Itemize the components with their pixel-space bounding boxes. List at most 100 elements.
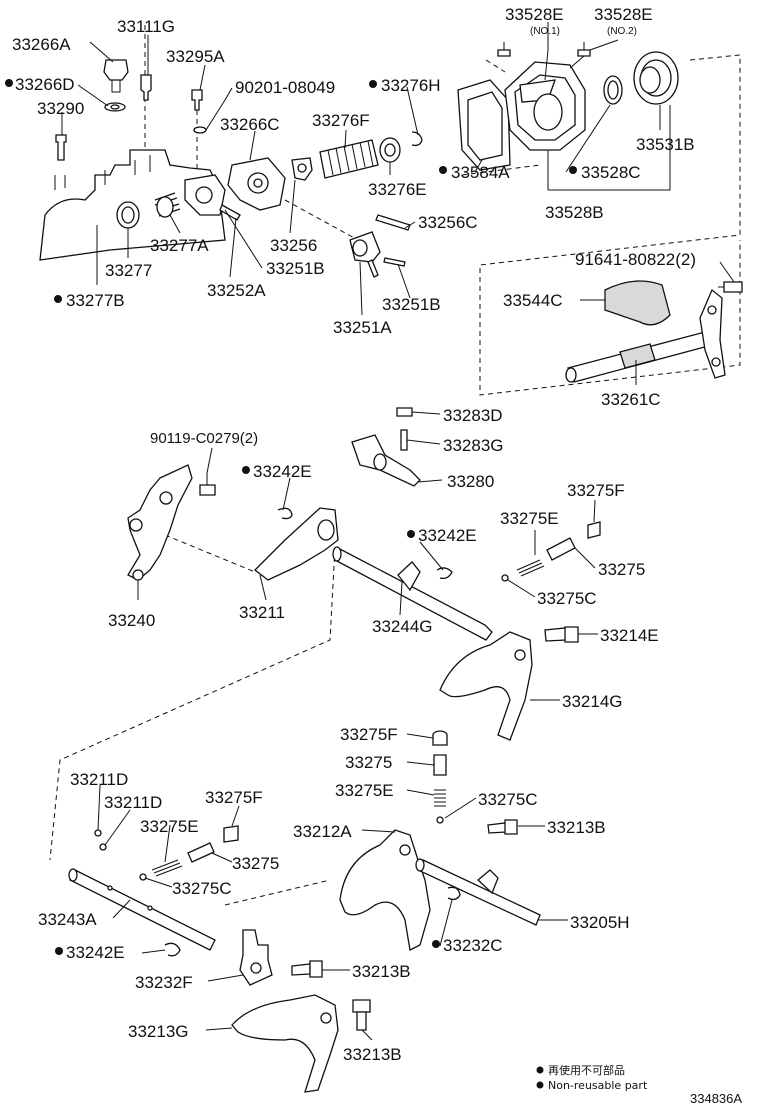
bolt-33528E-1 (497, 42, 511, 57)
label-33277B: 33277B (66, 291, 125, 310)
ball-33275C-1 (501, 574, 509, 582)
part-labels: 33266A 33111G 33295A 33266D 90201-08049 … (5, 5, 696, 1064)
spring-33276F (319, 139, 379, 179)
legend-dot (536, 1081, 544, 1089)
pin-33283G (400, 429, 408, 451)
label-33243A: 33243A (38, 910, 97, 929)
label-91641-80822: 91641-80822(2) (575, 250, 696, 269)
label-33211: 33211 (239, 603, 285, 622)
clip-33242E-3 (164, 942, 181, 957)
clip-33242E-2 (436, 567, 453, 580)
label-33240: 33240 (108, 611, 155, 630)
label-90119-C0279: 90119-C0279(2) (150, 430, 258, 447)
label-33111G: 33111G (117, 17, 175, 36)
dashed-group-outlines (49, 25, 741, 906)
shaft-33243A (68, 868, 216, 951)
spring-33275E-1 (516, 559, 545, 577)
pin-33251B (383, 257, 406, 267)
clip-33242E-1 (277, 507, 293, 520)
clip-33232C (447, 886, 461, 901)
label-33213B-2: 33213B (352, 962, 411, 981)
label-33275E-2: 33275E (335, 781, 394, 800)
legend-en: Non-reusable part (548, 1079, 648, 1092)
label-33213B-1: 33213B (547, 818, 606, 837)
fork-33213G (231, 994, 339, 1093)
shaft-33261C (565, 288, 726, 383)
non-reusable-dot (407, 530, 415, 538)
pin-33111G (140, 74, 152, 101)
bolt-33295A (191, 89, 203, 111)
ball-33211D-1 (94, 829, 102, 837)
label-33251A: 33251A (333, 318, 392, 337)
legend: 再使用不可部品 Non-reusable part 334836A (536, 1063, 742, 1106)
label-no2: (NO.2) (607, 26, 637, 37)
pin-33275-1 (546, 537, 576, 561)
fork-33214G (439, 631, 533, 741)
label-33531B: 33531B (636, 135, 695, 154)
label-33528C: 33528C (581, 163, 641, 182)
spring-33275E-2 (434, 789, 446, 807)
ball-33211D-2 (99, 843, 107, 851)
non-reusable-dot (242, 466, 250, 474)
label-33275C-2: 33275C (478, 790, 538, 809)
label-33256: 33256 (270, 236, 317, 255)
label-33276F: 33276F (312, 111, 370, 130)
label-no1: (NO.1) (530, 26, 560, 37)
washer-33266D (104, 102, 126, 112)
label-33244G: 33244G (372, 617, 433, 636)
label-33275-1: 33275 (598, 560, 645, 579)
legend-jp: 再使用不可部品 (548, 1063, 625, 1077)
block-33251A (349, 231, 381, 278)
diagram-code: 334836A (690, 1091, 742, 1106)
label-33276H: 33276H (381, 76, 441, 95)
plug-33275F-3 (223, 825, 239, 843)
bolt-90119-C0279 (199, 473, 216, 496)
lever-33232F (239, 929, 273, 986)
bolt-33213B-3 (352, 999, 371, 1031)
pin-33256C (375, 214, 411, 231)
label-33213B-3: 33213B (343, 1045, 402, 1064)
bolt-33290 (55, 134, 67, 161)
pin-33275-3 (187, 842, 215, 863)
label-33275F-2: 33275F (340, 725, 398, 744)
label-33266A: 33266A (12, 35, 71, 54)
lever-33266C (227, 157, 286, 211)
label-33290: 33290 (37, 99, 84, 118)
label-33277A: 33277A (150, 236, 209, 255)
label-33295A: 33295A (166, 47, 225, 66)
label-33251B-2: 33251B (382, 295, 441, 314)
legend-dot (536, 1066, 544, 1074)
label-33275F-3: 33275F (205, 788, 263, 807)
non-reusable-dot (569, 166, 577, 174)
label-33205H: 33205H (570, 913, 630, 932)
pin-33275-2 (433, 754, 447, 776)
label-33242E-3: 33242E (66, 943, 125, 962)
label-90201-08049: 90201-08049 (235, 78, 335, 97)
label-33276E: 33276E (368, 180, 427, 199)
label-33275E-3: 33275E (140, 817, 199, 836)
label-33275-2: 33275 (345, 753, 392, 772)
fork-33212A (339, 829, 431, 951)
plug-33275F-2 (432, 730, 448, 746)
non-reusable-dot (5, 79, 13, 87)
label-33214E: 33214E (600, 626, 659, 645)
label-33275-3: 33275 (232, 854, 279, 873)
seal-33528C (603, 75, 623, 105)
screw-33283D (396, 407, 413, 417)
label-33528E-1: 33528E (505, 5, 564, 24)
label-33275C-3: 33275C (172, 879, 232, 898)
label-33584A: 33584A (451, 163, 510, 182)
label-33251B-1: 33251B (266, 259, 325, 278)
spring-33277A (154, 192, 181, 218)
bolt-33213B-1 (487, 819, 518, 835)
label-33277: 33277 (105, 261, 152, 280)
bolt-33266A (89, 41, 129, 93)
label-33283G: 33283G (443, 436, 504, 455)
bolt-33213B-2 (291, 960, 323, 978)
bolt-91641-80822 (718, 281, 743, 293)
leader-lines (61, 22, 735, 1041)
bolt-33528E-2 (569, 42, 591, 69)
label-33528B: 33528B (545, 203, 604, 222)
ball-33275C-2 (436, 816, 444, 824)
